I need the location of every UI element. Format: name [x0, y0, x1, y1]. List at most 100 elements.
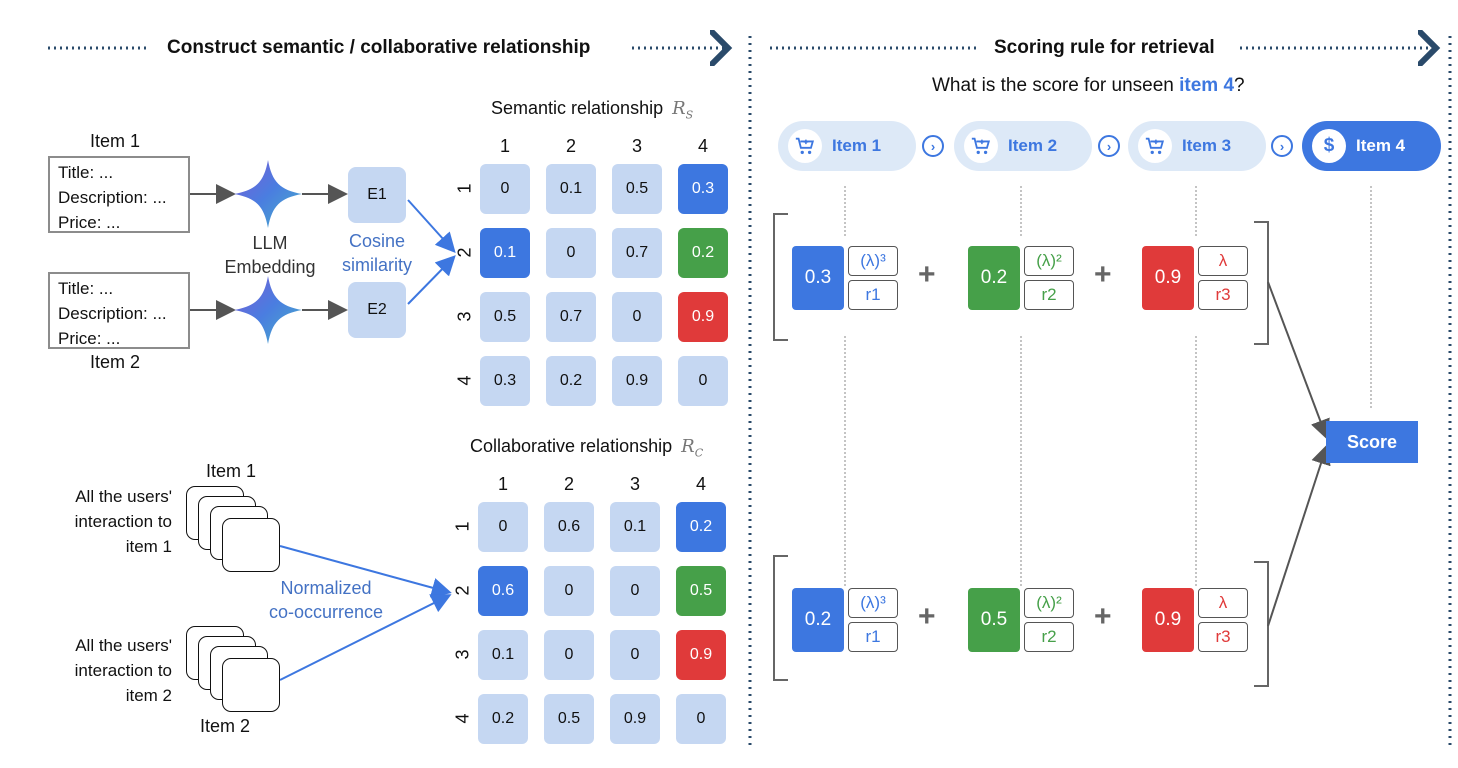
item2-attribute-box: Title: ... Description: ... Price: ...: [48, 272, 190, 349]
matrix-cell: 0.5: [612, 164, 662, 214]
matrix-cell: 0.5: [676, 566, 726, 616]
matrix-cell: 0.9: [612, 356, 662, 406]
weight-fraction: λ r3: [1198, 588, 1248, 652]
semantic-title-text: Semantic relationship: [491, 98, 664, 118]
question-prefix: What is the score for unseen: [932, 75, 1180, 96]
description-field: Description: ...: [58, 304, 167, 323]
matrix-cell: 0: [612, 292, 662, 342]
matrix-row-header: 3: [452, 649, 473, 660]
dollar-icon: $: [1312, 129, 1346, 163]
matrix-row-header: 2: [452, 585, 473, 596]
matrix-col-header: 2: [563, 474, 574, 494]
sequence-item-2: Item 2: [954, 121, 1092, 171]
matrix-col-header: 4: [695, 474, 706, 494]
collab-symbol: R: [681, 436, 695, 457]
collab-matrix-title: Collaborative relationship RC: [470, 436, 703, 460]
decay-weight: (λ)²: [1024, 246, 1074, 276]
matrix-cell: 0.7: [546, 292, 596, 342]
matrix-col-header: 1: [497, 474, 508, 494]
embedding-e1: E1: [348, 167, 406, 223]
title-field: Title: ...: [58, 279, 114, 298]
sequence-item-label: Item 3: [1182, 136, 1232, 155]
weight-fraction: λ r3: [1198, 246, 1248, 310]
users-interaction-item2: All the users' interaction to item 2: [74, 636, 172, 705]
matrix-cell: 0.3: [480, 356, 530, 406]
matrix-cell: 0.5: [544, 694, 594, 744]
question-text: What is the score for unseen item 4?: [932, 75, 1245, 97]
users-interaction-item1: All the users' interaction to item 1: [74, 487, 172, 556]
chevron-right-icon: ›: [922, 135, 944, 157]
decay-weight: (λ)²: [1024, 588, 1074, 618]
collab-item1-label: Item 1: [206, 461, 257, 481]
matrix-row-header: 4: [454, 375, 475, 386]
semantic-subscript: S: [685, 108, 694, 122]
relationship-value: 0.2: [792, 588, 844, 652]
plus-icon: +: [918, 600, 936, 633]
llm-star-icon: [234, 276, 302, 344]
price-field: Price: ...: [58, 213, 121, 232]
matrix-cell: 0: [676, 694, 726, 744]
matrix-cell: 0: [480, 164, 530, 214]
matrix-cell: 0.2: [546, 356, 596, 406]
relationship-value: 0.5: [968, 588, 1020, 652]
matrix-cell: 0.2: [678, 228, 728, 278]
matrix-cell: 0: [546, 228, 596, 278]
llm-embedding-label: LLM Embedding: [224, 233, 316, 277]
matrix-row-header: 4: [452, 713, 473, 724]
sequence-item-3: Item 3: [1128, 121, 1266, 171]
decay-weight: λ: [1198, 588, 1248, 618]
matrix-cell: 0: [544, 566, 594, 616]
user-card: [222, 518, 280, 572]
matrix-cell: 0.6: [544, 502, 594, 552]
description-field: Description: ...: [58, 188, 167, 207]
matrix-cell: 0.9: [676, 630, 726, 680]
plus-icon: +: [1094, 600, 1112, 633]
matrix-cell: 0.1: [480, 228, 530, 278]
collab-subscript: C: [694, 446, 704, 460]
e2-label: E2: [367, 301, 387, 318]
normalized-cooccurrence-label: Normalized co-occurrence: [268, 578, 384, 622]
collab-title-text: Collaborative relationship: [470, 436, 673, 456]
item2-label: Item 2: [90, 352, 141, 372]
position-label: r2: [1024, 280, 1074, 310]
item1-attribute-box: Title: ... Description: ... Price: ...: [48, 156, 190, 233]
question-item: item 4: [1179, 75, 1235, 96]
position-label: r3: [1198, 622, 1248, 652]
title-field: Title: ...: [58, 163, 114, 182]
position-label: r3: [1198, 280, 1248, 310]
user-card: [222, 658, 280, 712]
matrix-row-header: 1: [452, 521, 473, 532]
position-label: r1: [848, 622, 898, 652]
cart-icon: [788, 129, 822, 163]
cosine-similarity-label: Cosine similarity: [342, 231, 412, 275]
matrix-col-header: 4: [697, 136, 708, 156]
decay-weight: λ: [1198, 246, 1248, 276]
sequence-item-label: Item 2: [1008, 136, 1058, 155]
matrix-cell: 0.1: [478, 630, 528, 680]
position-label: r1: [848, 280, 898, 310]
matrix-col-header: 3: [631, 136, 642, 156]
price-field: Price: ...: [58, 329, 121, 348]
relationship-value: 0.2: [968, 246, 1020, 310]
matrix-cell: 0: [678, 356, 728, 406]
collab-item2-label: Item 2: [200, 716, 251, 736]
relationship-value: 0.3: [792, 246, 844, 310]
matrix-row-header: 2: [454, 247, 475, 258]
decay-weight: (λ)³: [848, 246, 898, 276]
score-label: Score: [1346, 431, 1398, 452]
cart-icon: [1138, 129, 1172, 163]
weight-fraction: (λ)² r2: [1024, 246, 1074, 310]
score-box: Score: [1326, 421, 1418, 463]
position-label: r2: [1024, 622, 1074, 652]
weight-fraction: (λ)³ r1: [848, 246, 898, 310]
sequence-item-1: Item 1: [778, 121, 916, 171]
matrix-cell: 0.6: [478, 566, 528, 616]
e1-label: E1: [367, 186, 387, 203]
plus-icon: +: [918, 258, 936, 291]
embedding-e2: E2: [348, 282, 406, 338]
item1-label: Item 1: [90, 131, 141, 151]
decay-weight: (λ)³: [848, 588, 898, 618]
weight-fraction: (λ)³ r1: [848, 588, 898, 652]
matrix-col-header: 3: [629, 474, 640, 494]
sequence-item-4-target: $ Item 4: [1302, 121, 1441, 171]
